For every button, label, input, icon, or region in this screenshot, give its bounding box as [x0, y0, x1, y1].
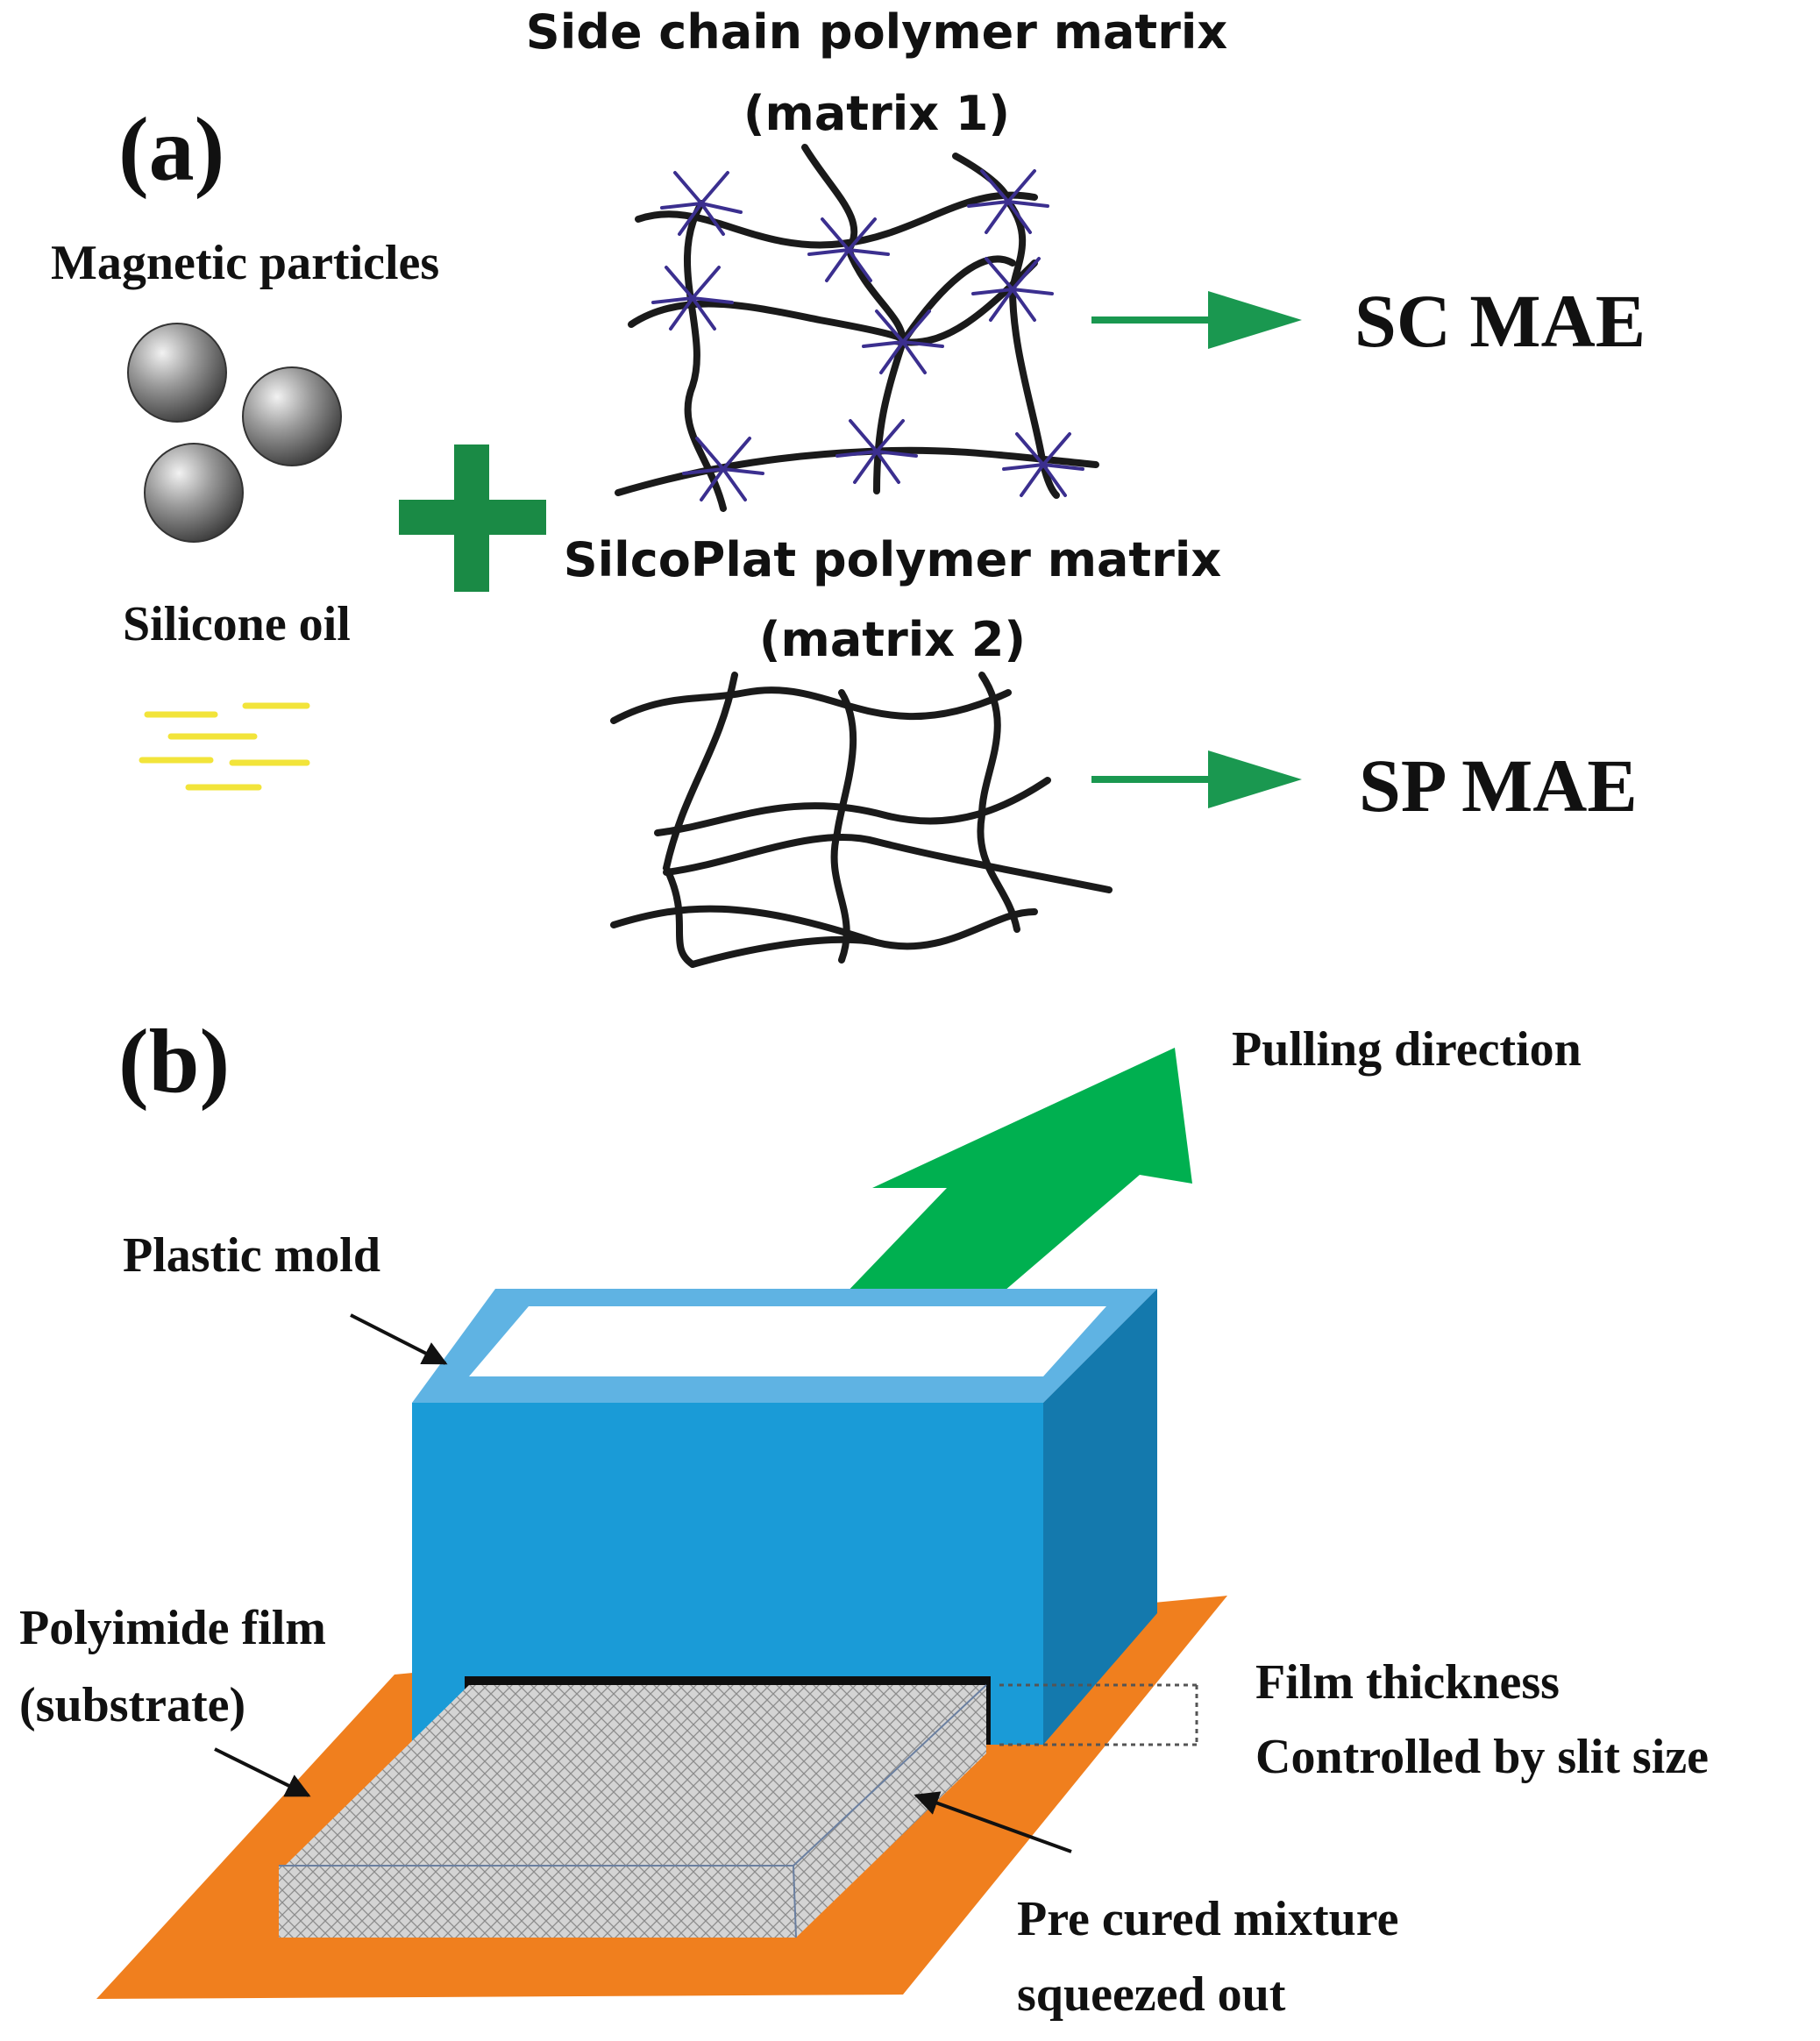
silcoplat-matrix-icon [610, 672, 1113, 968]
polyimide-film-sublabel: (substrate) [19, 1678, 245, 1732]
sp-mae-label: SP MAE [1359, 743, 1638, 828]
panel-a-label: (a) [118, 99, 224, 200]
pre-cured-pointer [914, 1791, 1072, 1853]
matrix1-title: Side chain polymer matrix [526, 4, 1228, 60]
plastic-mold-label: Plastic mold [123, 1228, 380, 1283]
matrix1-subtitle: (matrix 1) [743, 86, 1010, 141]
silicone-oil-icon [139, 702, 310, 791]
side-chain-matrix-icon [615, 144, 1099, 512]
pre-cured-label: Pre cured mixture [1017, 1892, 1398, 1946]
magnetic-particles-label: Magnetic particles [51, 236, 439, 290]
plus-icon [399, 444, 546, 592]
panel-a: (a) Magnetic particles Silicone oil Side… [51, 4, 1646, 968]
arrow-to-sp-mae [1091, 750, 1302, 808]
silicone-oil-label: Silicone oil [123, 597, 351, 651]
film-thickness-sublabel: Controlled by slit size [1255, 1730, 1709, 1784]
plastic-mold-pointer [350, 1313, 448, 1365]
polyimide-film-label: Polyimide film [19, 1601, 326, 1655]
panel-b: (b) Pulling direction [19, 1011, 1709, 2022]
pulling-direction-label: Pulling direction [1232, 1022, 1582, 1077]
matrix2-subtitle: (matrix 2) [759, 612, 1026, 667]
pre-cured-mixture [279, 1684, 987, 1938]
film-thickness-label: Film thickness [1255, 1655, 1560, 1710]
polyimide-film-pointer [214, 1747, 311, 1797]
film-thickness-bracket [999, 1683, 1198, 1746]
panel-b-label: (b) [118, 1011, 230, 1112]
magnetic-particles-icon [127, 323, 342, 543]
matrix2-title: SilcoPlat polymer matrix [564, 532, 1222, 587]
pre-cured-sublabel: squeezed out [1017, 1967, 1286, 2022]
arrow-to-sc-mae [1091, 291, 1302, 349]
sc-mae-label: SC MAE [1354, 279, 1646, 363]
pulling-direction-arrow [842, 1048, 1192, 1306]
plastic-mold [412, 1289, 1157, 1745]
